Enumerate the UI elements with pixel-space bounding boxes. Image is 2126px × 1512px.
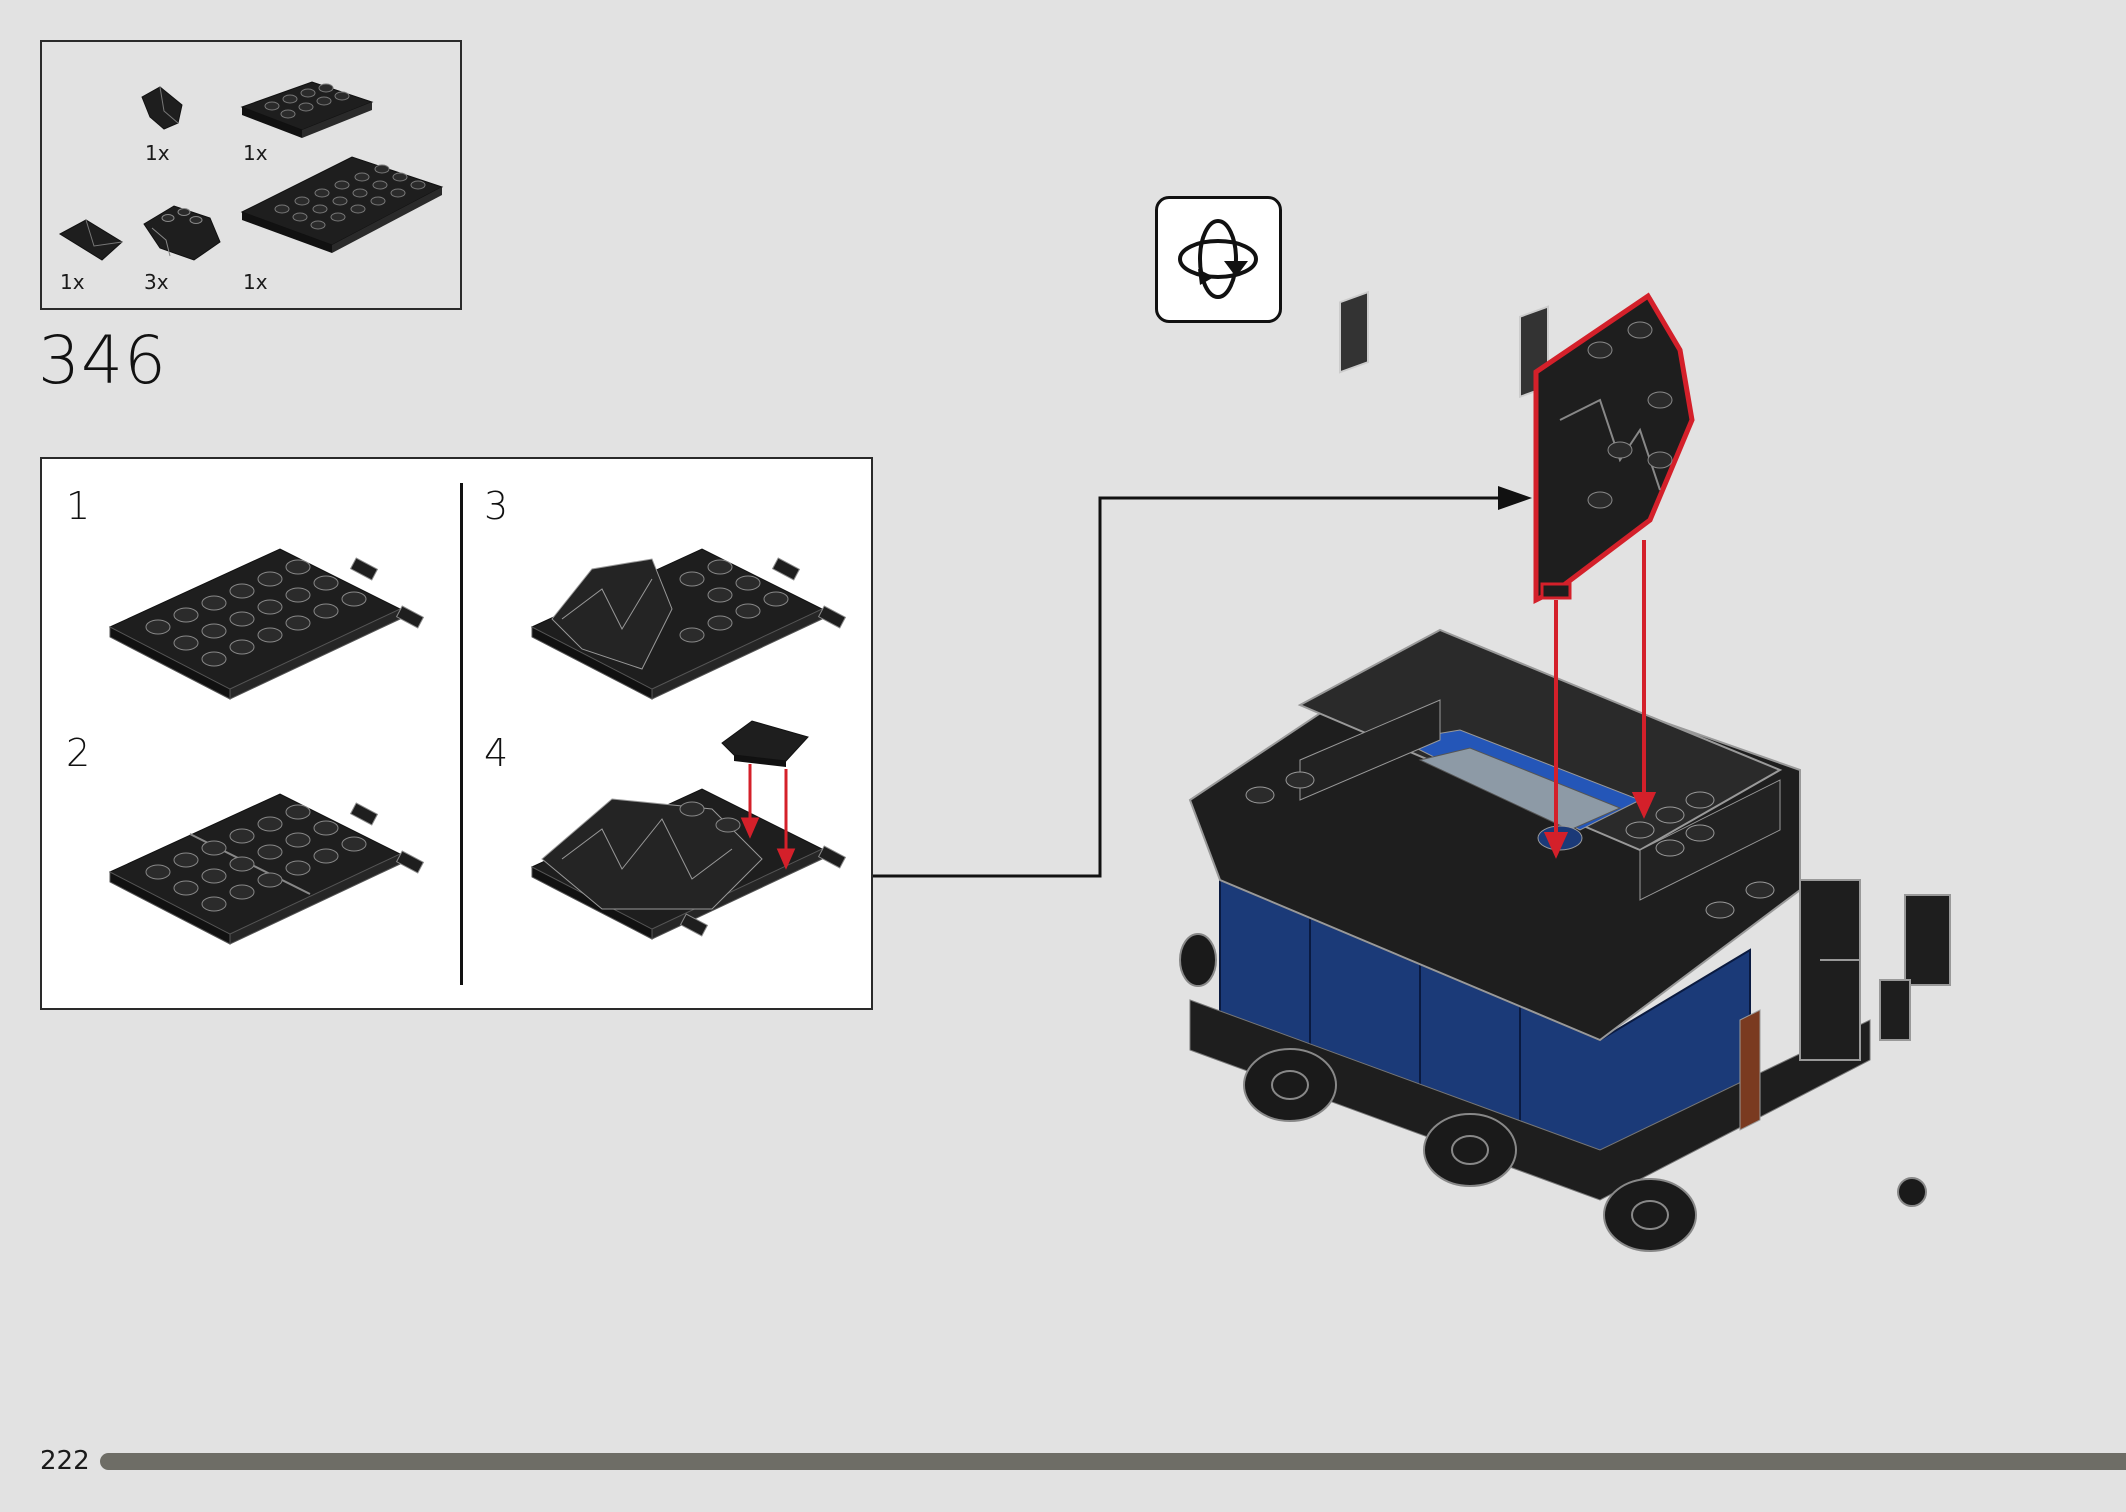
rock-panel-icon [143,205,221,261]
slope-wedge-icon [141,86,183,130]
wedge-small-icon [59,219,123,261]
substep-divider [460,483,463,985]
drop-arrows [1543,540,1657,859]
substep-number: 4 [484,731,509,775]
placement-arrows [740,764,796,870]
parts-illustration [59,81,444,261]
substep-number: 2 [66,731,91,775]
wedge-piece [721,720,809,767]
substep-3-rock-plate [530,548,847,700]
substep-2-plate [108,793,425,945]
substep-4-rock-plate [530,788,847,940]
new-rock-panel [1533,292,1695,605]
callout-arrowhead [1498,486,1532,510]
page-number: 222 [40,1446,90,1476]
plate-4x6-icon [240,156,444,253]
substep-number: 3 [484,484,509,528]
callout-connector [873,496,1500,878]
part-qty: 1x [145,141,170,165]
tender-wagon [1179,290,1951,1252]
substep-1-plate [108,548,425,700]
sub-assembly-illustration [108,548,847,945]
part-qty: 1x [243,141,268,165]
step-number: 346 [38,322,167,399]
parts-list-box: 1x 1x 1x 3x 1x [40,40,462,310]
substep-number: 1 [66,484,91,528]
rotate-model-icon [1155,196,1282,323]
plate-2x4-icon [240,81,374,138]
part-qty: 1x [60,270,85,294]
sub-assembly-box: 1 2 3 4 [40,457,873,1010]
part-qty: 3x [144,270,169,294]
part-qty: 1x [243,270,268,294]
progress-bar [100,1453,2126,1470]
